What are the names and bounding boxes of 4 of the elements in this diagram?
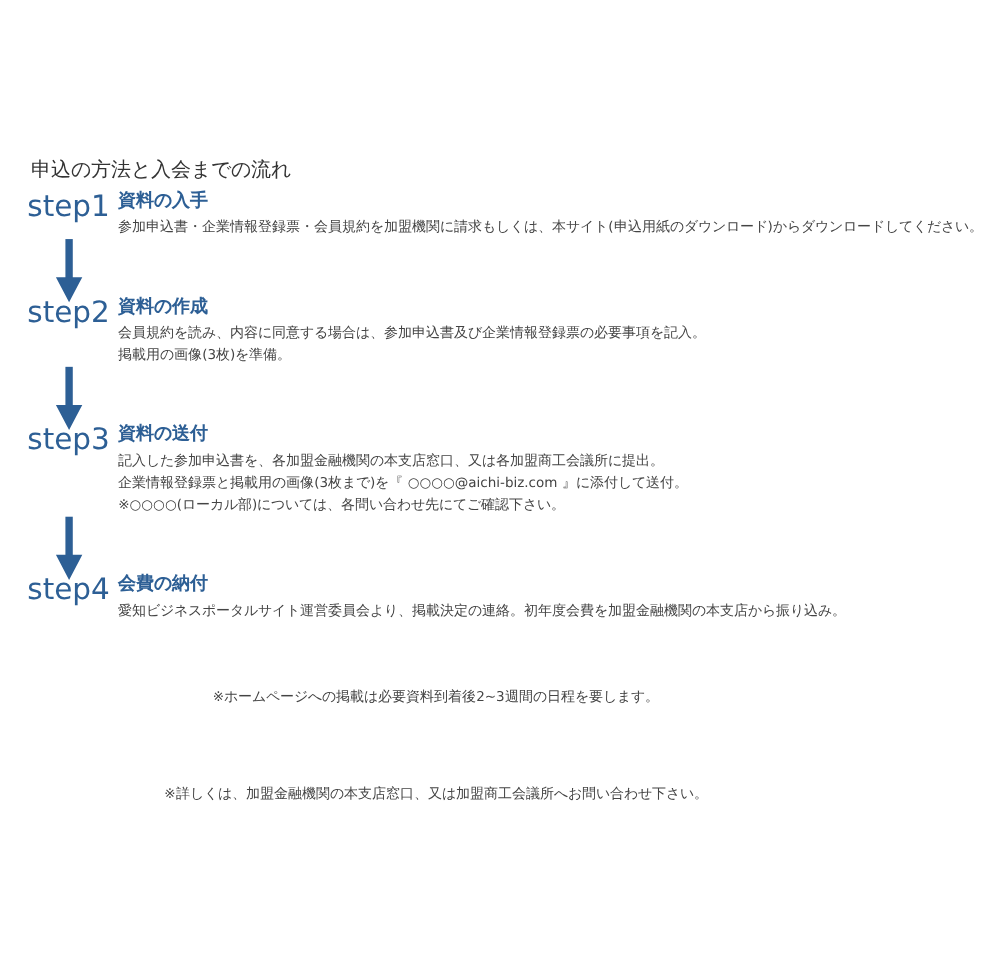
diagram-title: 申込の方法と入会までの流れ bbox=[30, 159, 291, 182]
arrow bbox=[55, 239, 83, 303]
arrow bbox=[55, 516, 83, 580]
arrow bbox=[55, 366, 83, 431]
